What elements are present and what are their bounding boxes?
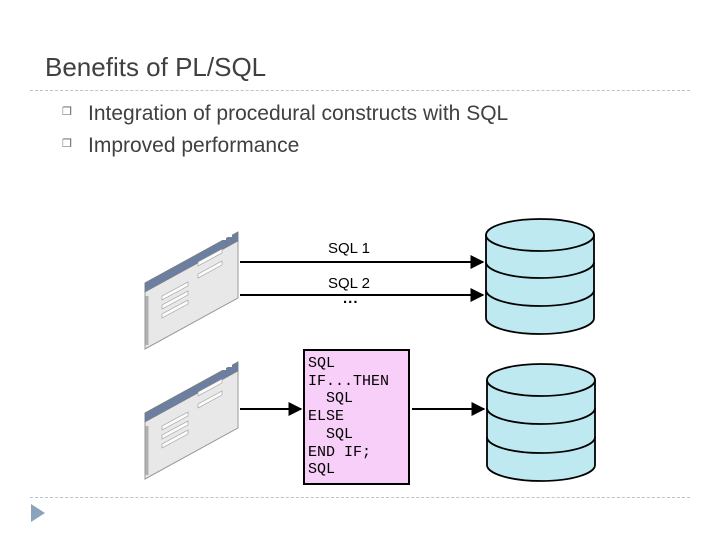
database-icon	[485, 218, 595, 335]
application-window-icon	[144, 361, 239, 480]
code-line: END IF;	[308, 443, 372, 461]
application-window-icon	[144, 231, 239, 350]
code-line: SQL	[308, 390, 354, 408]
footer-divider	[30, 497, 690, 498]
code-line: SQL	[308, 461, 336, 479]
code-line: ELSE	[308, 408, 345, 426]
next-slide-arrow-icon[interactable]	[30, 503, 46, 523]
ellipsis-label: ...	[343, 290, 359, 307]
bullet-text: Integration of procedural constructs wit…	[88, 102, 509, 125]
sql1-label: SQL 1	[328, 240, 370, 257]
slide-title: Benefits of PL/SQL	[45, 52, 267, 82]
bullet-text: Improved performance	[88, 134, 300, 157]
database-icon	[486, 363, 596, 482]
plsql-block: SQL IF...THEN SQL ELSE SQL END IF; SQL	[303, 349, 410, 485]
sql2-label: SQL 2	[328, 275, 370, 292]
bullet-marker-icon: ❒	[62, 138, 72, 150]
title-divider	[30, 90, 690, 91]
code-line: SQL	[308, 355, 336, 372]
code-line: IF...THEN	[308, 372, 390, 390]
bullet-marker-icon: ❒	[62, 106, 72, 118]
code-line: SQL	[308, 425, 354, 443]
